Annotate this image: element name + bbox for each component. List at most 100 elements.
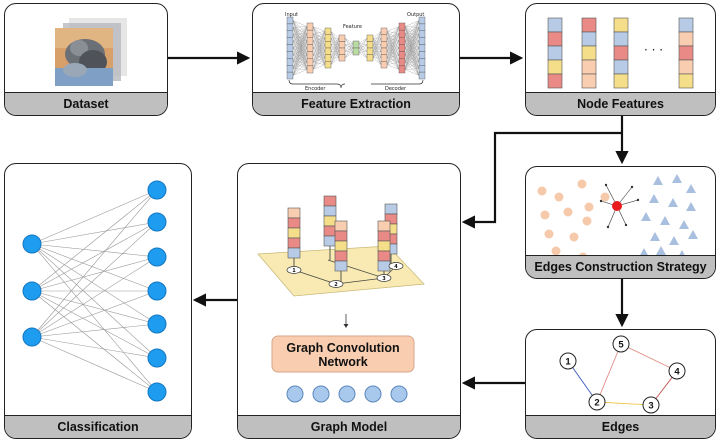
feature-cell [547,45,563,61]
svg-text:3: 3 [382,276,386,282]
sample-dot [582,216,592,226]
node-feature-vector-3 [613,17,629,89]
ae-layer-5 [352,40,360,56]
feature-cell [377,220,391,232]
feature-cell [377,230,391,242]
gcn-output-node-4 [364,385,382,403]
svg-text:1: 1 [565,357,571,368]
gcn-output-node-5 [390,385,408,403]
graph-node-4: 4 [388,262,404,270]
feature-cell [377,260,391,272]
sample-triangle [660,216,670,225]
feature-cell [547,73,563,89]
ae-layer-4 [338,34,346,62]
autoencoder-connections [292,20,420,76]
output-neuron-5 [147,314,167,334]
node-feature-vector-4 [678,17,694,89]
node-features-illustration: · · · [547,17,694,89]
edges-label: Edges [526,415,715,438]
edges-construction-label: Edges Construction Strategy [526,255,715,278]
decoder-caption: Decoder [385,86,407,92]
feature-cell [678,45,694,61]
feature-cell [581,73,597,89]
sample-triangle [649,194,659,203]
svg-text:4: 4 [674,367,680,378]
feature-cell [678,17,694,33]
output-neuron-7 [147,382,167,402]
graph-model-label: Graph Model [238,415,460,438]
output-neuron-6 [147,348,167,368]
feature-cell [581,59,597,75]
query-node [612,201,622,211]
svg-text:4: 4 [394,264,398,270]
output-neuron-1 [147,180,167,200]
knn-tip [630,185,634,189]
sample-dot [584,202,594,212]
feature-cell [323,195,337,207]
feature-cell [678,73,694,89]
cat-image [55,28,113,86]
classification-network [22,180,167,402]
sample-dot [537,186,547,196]
feature-cell [334,230,348,242]
input-neuron-3 [22,327,42,347]
feature-extraction-label: Feature Extraction [253,92,459,115]
ae-layer-1 [286,16,294,80]
node-features-box: · · · Node Features [525,3,716,116]
node-feature-vector-1 [547,17,563,89]
feature-cell [581,31,597,47]
sample-triangle [641,212,651,221]
feature-cell [613,17,629,33]
dataset-box: Dataset [4,3,168,116]
encoder-caption: Encoder [305,86,326,92]
sample-triangle [686,202,696,211]
edges-box: 1 2 3 4 5 Edges [525,329,716,439]
feature-cell [613,31,629,47]
feature-cell [384,203,398,215]
graph-feature-vector-2 [323,195,337,247]
sample-triangle [686,184,696,193]
gcn-line-1: Graph Convolution [286,341,399,355]
sample-dot [544,229,554,239]
ae-layer-6 [366,34,374,62]
feature-cell [581,17,597,33]
sample-triangle [688,230,698,239]
graph-feature-vector-5 [377,220,391,272]
feature-cell [323,205,337,217]
dataset-label: Dataset [5,92,167,115]
feature-cell [581,45,597,61]
node-features-ellipsis: · · · [644,43,663,57]
gcn-output-nodes [286,385,408,403]
dataset-illustration [55,18,127,86]
feature-cell [287,217,301,229]
feature-cell [547,31,563,47]
graph-feature-vector-1 [287,207,301,259]
sample-triangle [672,174,682,183]
output-neuron-3 [147,247,167,267]
sample-triangle [639,248,649,257]
svg-text:2: 2 [334,282,338,288]
gcn-output-node-2 [312,385,330,403]
svg-text:2: 2 [594,398,599,409]
sample-triangle [653,176,663,185]
feature-cell [287,207,301,219]
feature-cell [547,17,563,33]
feature-cell [678,59,694,75]
input-neuron-2 [22,281,42,301]
feature-cell [287,227,301,239]
feature-cell [287,237,301,249]
edge-node-4: 4 [668,362,686,380]
input-caption: Input [285,12,298,18]
feature-cell [323,235,337,247]
feature-cell [377,250,391,262]
graph-node-1: 1 [286,266,302,274]
autoencoder-diagram: Input Feature Output Encoder Decoder [285,12,426,92]
feature-cell [613,45,629,61]
sample-dot [554,192,564,202]
autoencoder-layers [286,16,426,80]
feature-cell [613,73,629,89]
node-feature-vector-2 [581,17,597,89]
graph-node-2: 2 [328,280,344,288]
knn-tip [604,183,608,187]
sample-dot [540,210,550,220]
